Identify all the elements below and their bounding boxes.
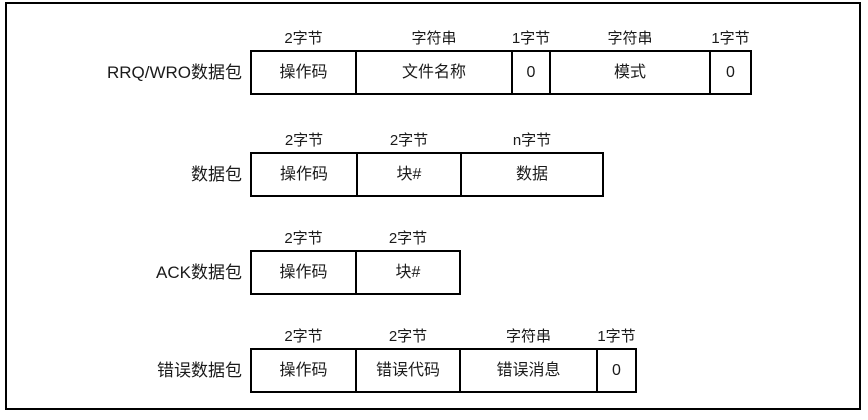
field-cell: 2字节 操作码	[250, 322, 357, 393]
field-box: 操作码	[250, 152, 358, 197]
field-size-label: 2字节	[389, 131, 429, 149]
field-size-label: 1字节	[597, 327, 636, 345]
field-size-label: 2字节	[388, 229, 428, 247]
field-size-label: 2字节	[284, 327, 323, 345]
field-box: 错误代码	[355, 348, 461, 393]
field-size-label: 1字节	[511, 29, 551, 47]
field-cell: 1字节 0	[596, 322, 637, 393]
packet-label: ACK数据包	[156, 263, 242, 282]
field-box: 0	[596, 348, 637, 393]
diagram-frame: RRQ/WRO数据包 2字节 操作码 字符串 文件名称 1字节 0 字符串 模式	[5, 2, 861, 410]
field-cell: 2字节 块#	[356, 126, 462, 197]
field-box: 块#	[355, 250, 461, 295]
field-cell: 2字节 错误代码	[355, 322, 461, 393]
packet-row-rrq-wrq: RRQ/WRO数据包 2字节 操作码 字符串 文件名称 1字节 0 字符串 模式	[7, 24, 859, 95]
field-size-label: n字节	[512, 131, 552, 149]
field-size-label: 字符串	[607, 29, 653, 47]
packet-label: 错误数据包	[157, 361, 242, 380]
packet-fields: 2字节 操作码 2字节 块#	[250, 224, 461, 295]
field-size-label: 2字节	[284, 29, 323, 47]
packet-row-error: 错误数据包 2字节 操作码 2字节 错误代码 字符串 错误消息 1字节 0	[7, 322, 859, 393]
field-cell: n字节 数据	[460, 126, 604, 197]
field-size-label: 字符串	[505, 327, 551, 345]
packet-label: RRQ/WRO数据包	[106, 63, 242, 82]
field-cell: 1字节 0	[511, 24, 551, 95]
field-cell: 2字节 操作码	[250, 224, 357, 295]
field-size-label: 2字节	[388, 327, 428, 345]
field-cell: 1字节 0	[709, 24, 752, 95]
field-box: 数据	[460, 152, 604, 197]
field-cell: 2字节 操作码	[250, 126, 358, 197]
packet-fields: 2字节 操作码 2字节 错误代码 字符串 错误消息 1字节 0	[250, 322, 637, 393]
field-box: 模式	[549, 50, 711, 95]
field-box: 操作码	[250, 50, 357, 95]
field-box: 操作码	[250, 250, 357, 295]
field-size-label: 2字节	[284, 131, 324, 149]
field-cell: 2字节 操作码	[250, 24, 357, 95]
field-size-label: 1字节	[711, 29, 750, 47]
packet-label: 数据包	[191, 165, 242, 184]
field-size-label: 2字节	[284, 229, 323, 247]
packet-row-data: 数据包 2字节 操作码 2字节 块# n字节 数据	[7, 126, 859, 197]
packet-fields: 2字节 操作码 2字节 块# n字节 数据	[250, 126, 604, 197]
field-size-label: 字符串	[411, 29, 457, 47]
packet-row-ack: ACK数据包 2字节 操作码 2字节 块#	[7, 224, 859, 295]
field-cell: 2字节 块#	[355, 224, 461, 295]
field-box: 0	[511, 50, 551, 95]
field-cell: 字符串 错误消息	[459, 322, 598, 393]
field-box: 操作码	[250, 348, 357, 393]
field-cell: 字符串 模式	[549, 24, 711, 95]
field-cell: 字符串 文件名称	[355, 24, 513, 95]
field-box: 0	[709, 50, 752, 95]
packet-fields: 2字节 操作码 字符串 文件名称 1字节 0 字符串 模式 1字节 0	[250, 24, 752, 95]
field-box: 块#	[356, 152, 462, 197]
field-box: 错误消息	[459, 348, 598, 393]
field-box: 文件名称	[355, 50, 513, 95]
